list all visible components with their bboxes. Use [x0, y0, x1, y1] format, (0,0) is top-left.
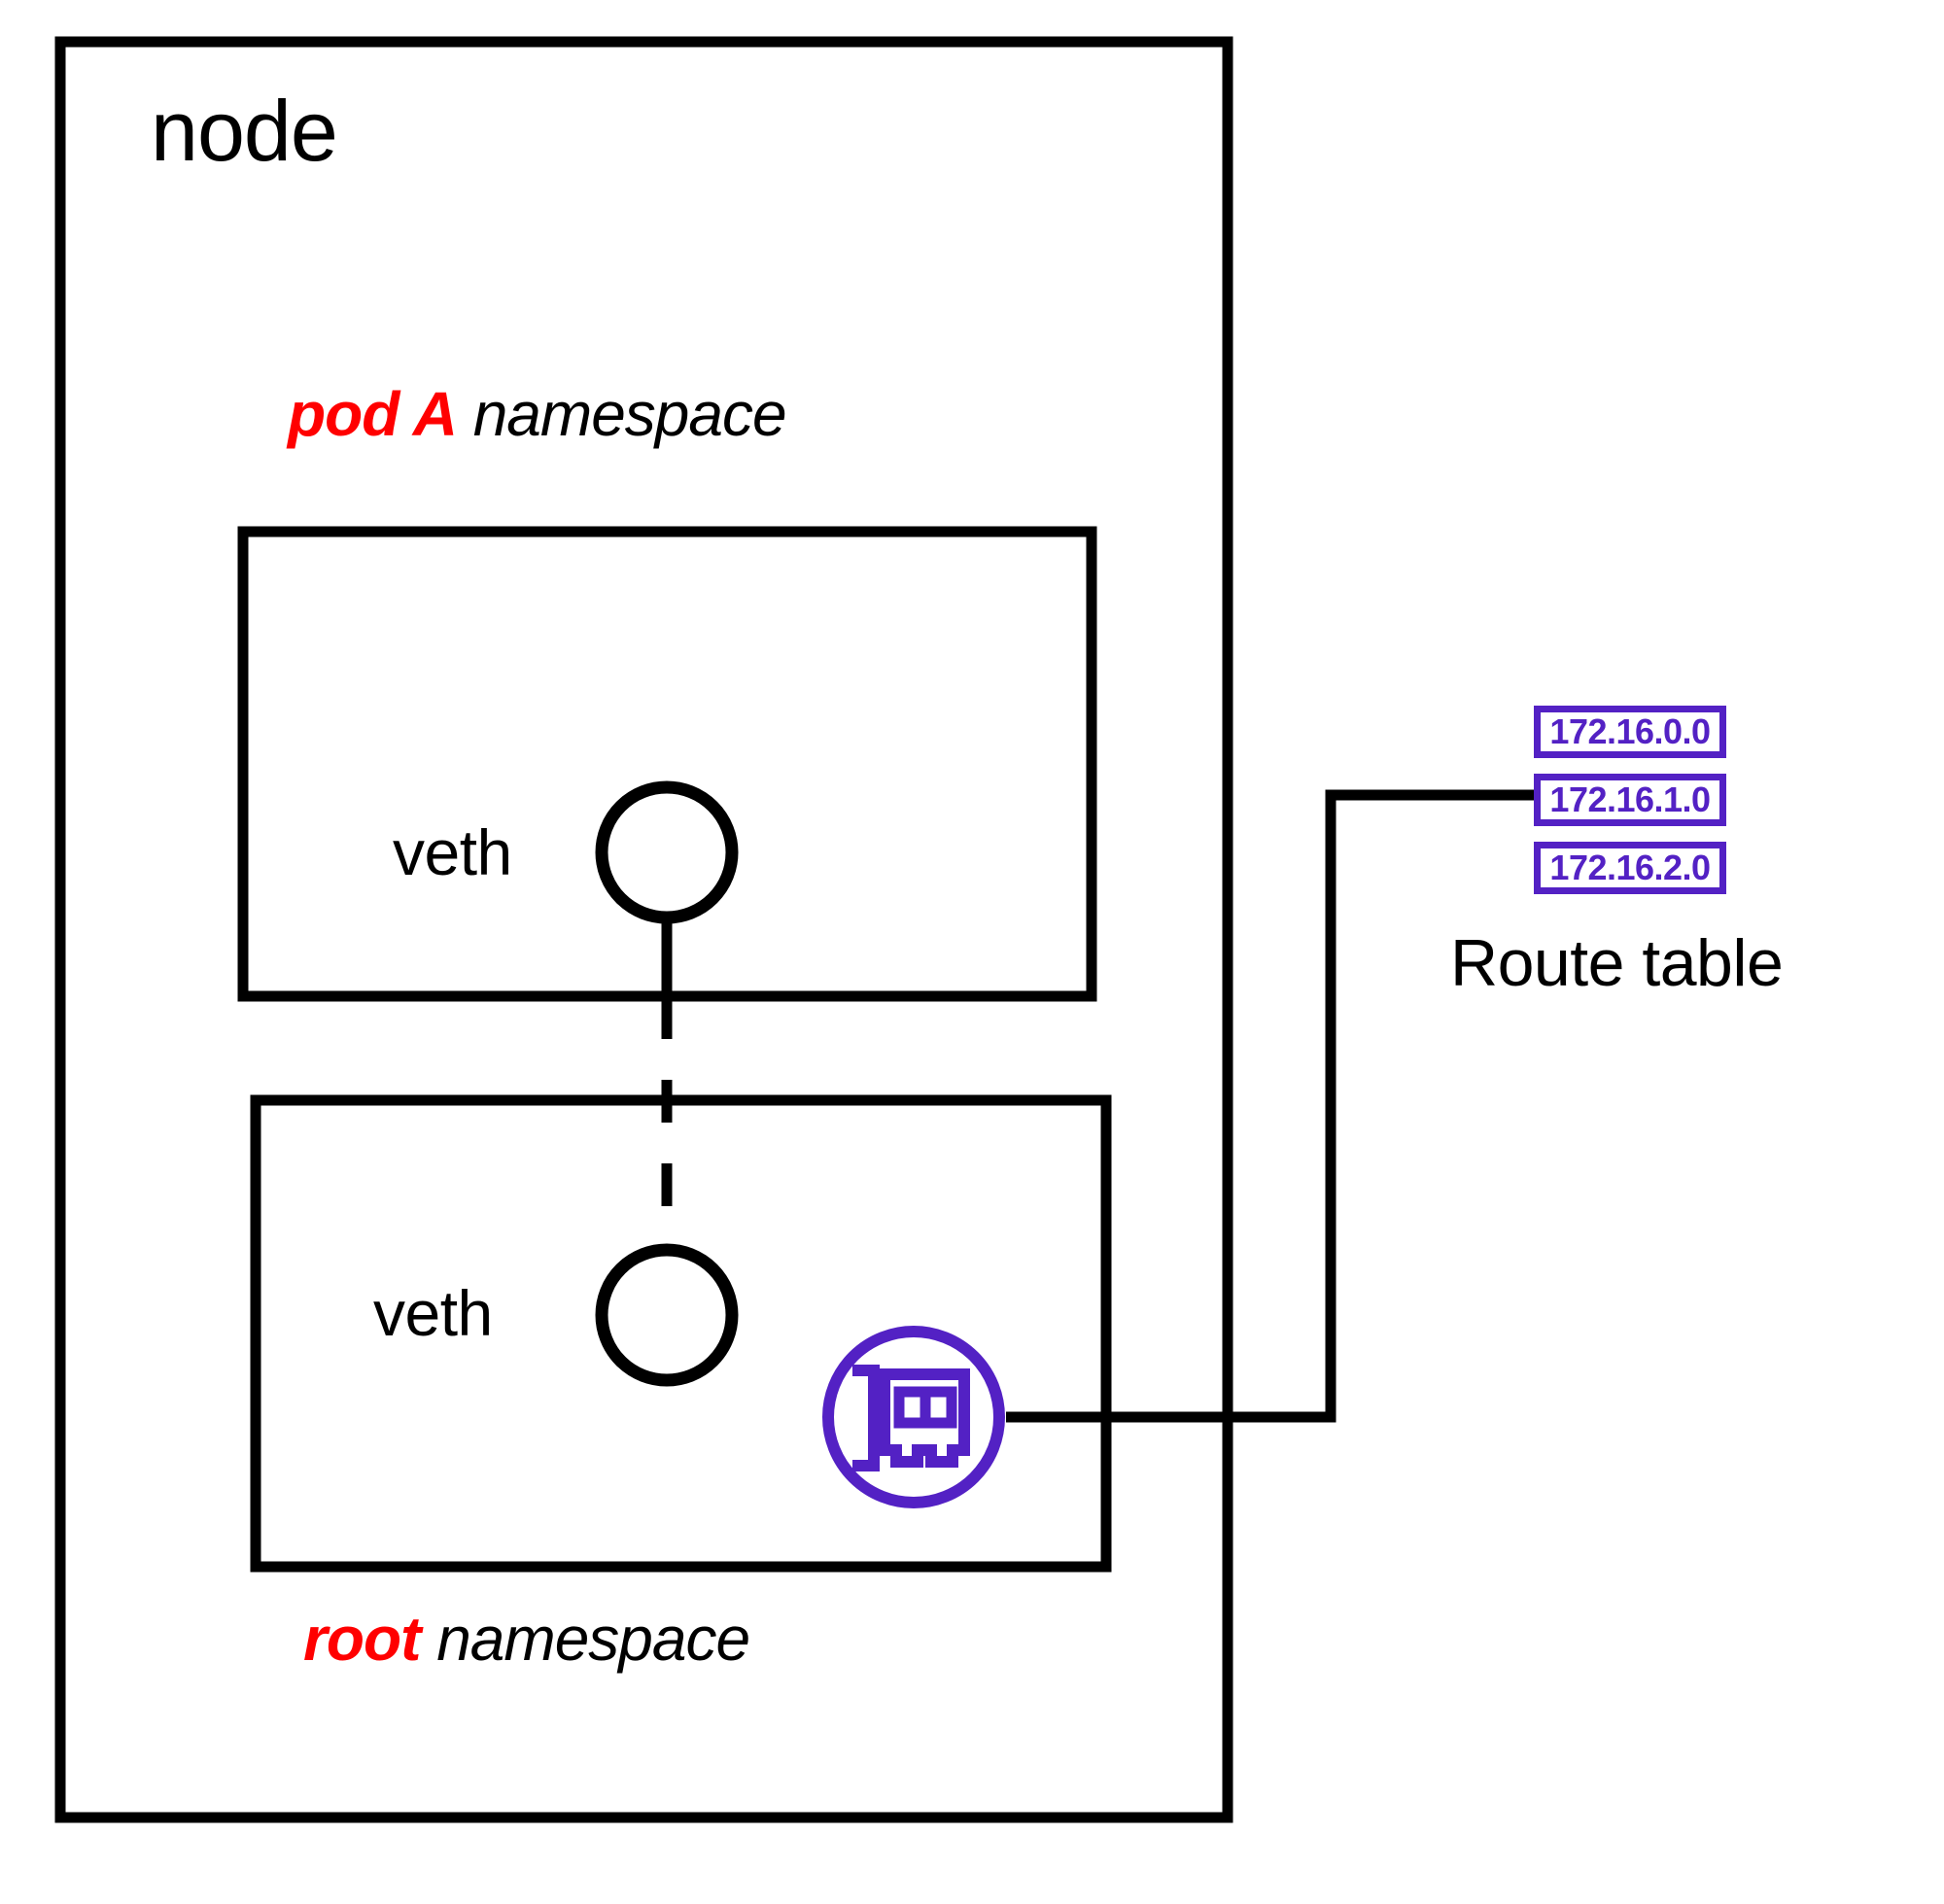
- pod-a-namespace-label: pod A namespace: [288, 378, 787, 450]
- veth-root-label: veth: [373, 1277, 493, 1349]
- veth-pod-circle: [595, 780, 739, 924]
- veth-pod-label: veth: [393, 816, 512, 888]
- route-entry-1: 172.16.1.0: [1534, 774, 1726, 826]
- root-namespace-emphasis: root: [303, 1604, 421, 1674]
- veth-root-circle: [595, 1243, 739, 1387]
- node-label: node: [151, 83, 338, 179]
- route-table-label: Route table: [1450, 926, 1784, 1000]
- nic-route-table-connector: [1006, 789, 1534, 1423]
- root-namespace-suffix: namespace: [420, 1604, 750, 1674]
- pod-a-namespace-suffix: namespace: [456, 379, 787, 449]
- root-namespace-label: root namespace: [303, 1603, 750, 1675]
- node-boundary-box: [54, 36, 1233, 1823]
- root-namespace-box: [250, 1094, 1112, 1573]
- pod-a-namespace-emphasis: pod A: [288, 379, 458, 449]
- network-interface-card-icon: [822, 1326, 1005, 1508]
- route-entry-2: 172.16.2.0: [1534, 842, 1726, 894]
- route-entry-0: 172.16.0.0: [1534, 706, 1726, 758]
